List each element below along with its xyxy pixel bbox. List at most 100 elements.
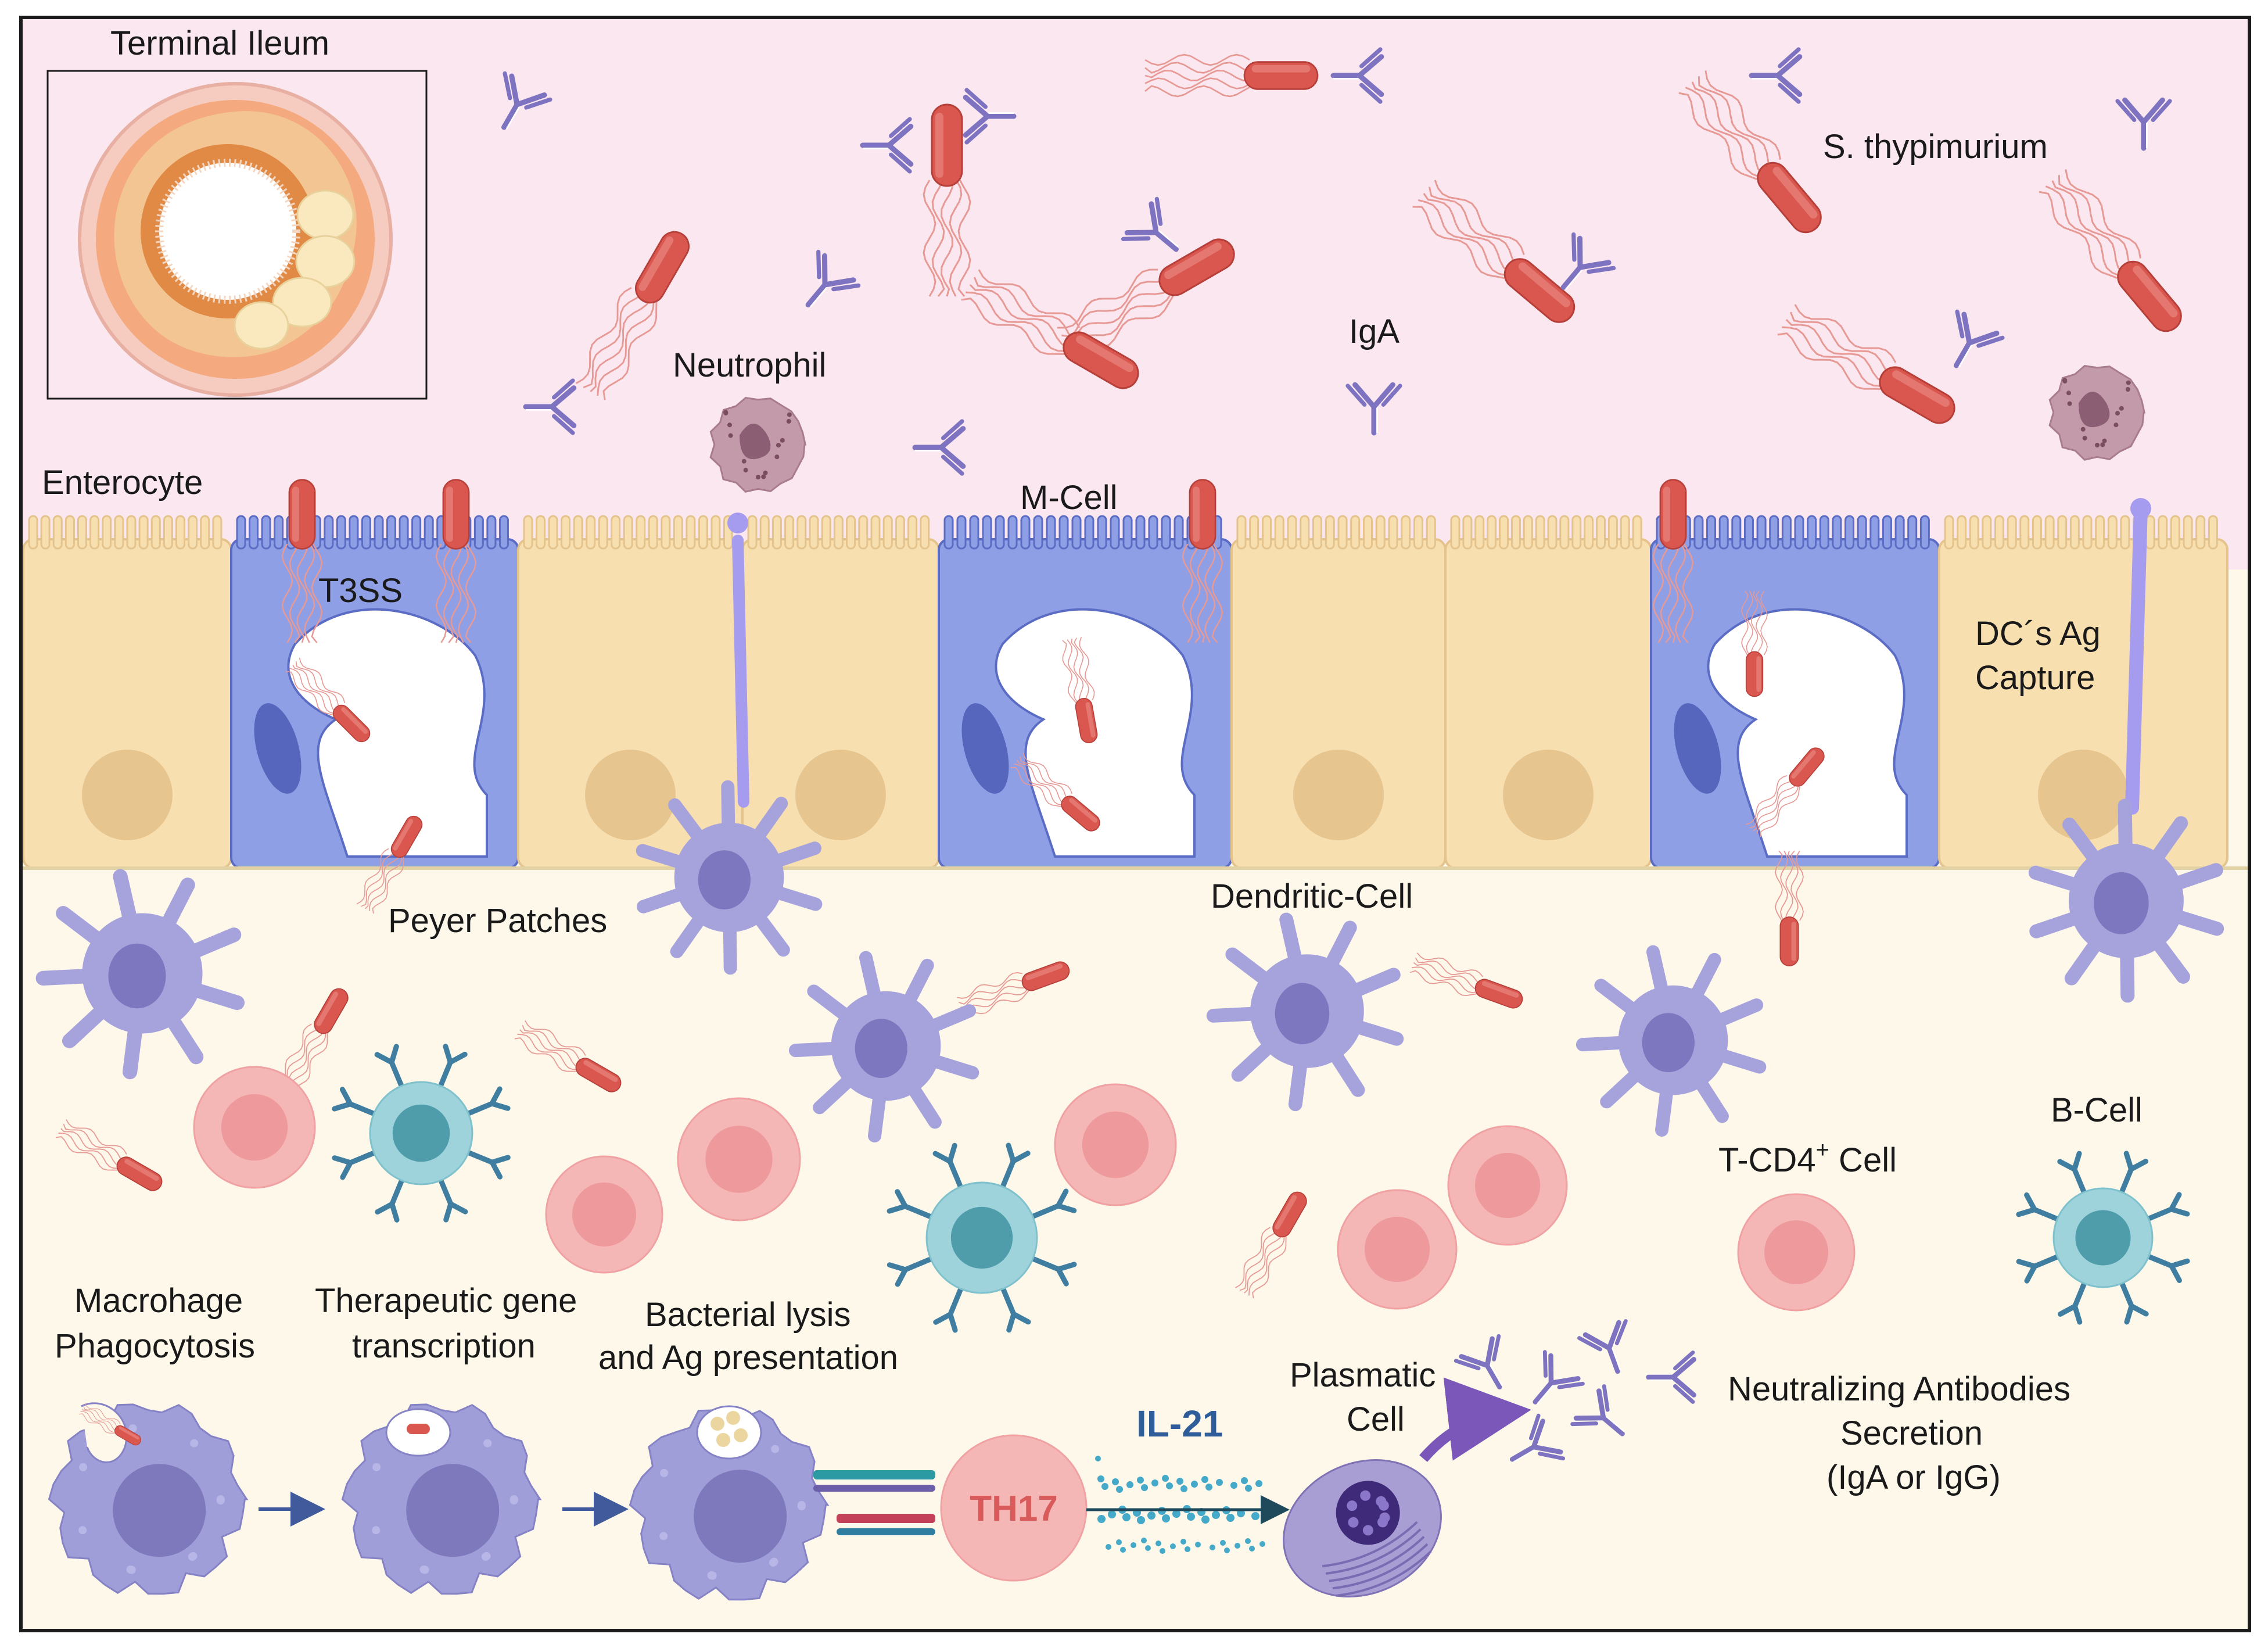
il21-molecule [1230, 1482, 1237, 1489]
bacterium-body [1272, 1191, 1307, 1238]
antibody-stem [1953, 340, 1972, 368]
salmonella-bacterium [1062, 637, 1098, 743]
antibody-stem-line [1958, 344, 1973, 368]
cell-nucleus [572, 1183, 636, 1246]
il21-molecule [1249, 1546, 1255, 1552]
flagellum [949, 180, 963, 297]
dendrite-tip [2030, 925, 2043, 938]
antibody-light-right [1492, 1334, 1501, 1362]
microvillus [1033, 515, 1043, 550]
microvillus [598, 515, 608, 550]
microvillus [1756, 515, 1767, 550]
antibody [1646, 1350, 1696, 1404]
salmonella-bacterium [356, 815, 423, 914]
vesicle [79, 1463, 88, 1471]
salmonella-bacterium [923, 103, 971, 297]
vesicle [797, 1502, 806, 1511]
vesicle [419, 1565, 428, 1574]
antibody-arm-right [886, 142, 914, 167]
microvillus [40, 515, 51, 550]
flagellum [961, 297, 1064, 355]
microvillus [661, 515, 671, 550]
bcr-head [375, 1201, 400, 1223]
mhc-tcr-complex-2 [813, 1485, 935, 1492]
salmonella-bacterium [1057, 238, 1235, 359]
microvillus [188, 515, 198, 550]
bacterium-highlight [1192, 486, 1200, 542]
antibody-light-right [524, 97, 552, 110]
dendrite-tip [1754, 1061, 1765, 1073]
flagellum [1789, 311, 1890, 375]
dendrite-tip [1750, 999, 1763, 1011]
antibody-arm-left [1357, 54, 1384, 78]
microvillus [858, 515, 869, 550]
antibody-light-left [1454, 1359, 1481, 1371]
granule [2067, 401, 2072, 406]
antibody-light-left [1673, 1350, 1695, 1371]
flagellum [296, 543, 308, 643]
cell-nucleus [1474, 1152, 1541, 1219]
flagellum [1065, 288, 1170, 344]
bacterium-highlight [1772, 167, 1818, 219]
bacterium-body [1503, 258, 1576, 323]
il21-molecule [1147, 1511, 1155, 1520]
t-cd4-prefix: T-CD4 [1718, 1141, 1816, 1179]
bcr-head [374, 1044, 399, 1065]
antibody-light-left [816, 249, 821, 280]
lymphocyte-cell [193, 1066, 316, 1189]
il21-label: IL-21 [1136, 1403, 1223, 1445]
bacterium-highlight [1069, 798, 1098, 823]
macrophage-nucleus [406, 1464, 500, 1557]
bcr-arms [2169, 1258, 2190, 1283]
microvillus [943, 515, 954, 550]
antibody-light-left [889, 117, 912, 138]
antibody-light-left [1345, 384, 1367, 407]
bacterium-highlight [1025, 963, 1063, 980]
microvillus [1110, 515, 1120, 550]
antibody [1953, 309, 2005, 368]
il21-molecule [1185, 1546, 1190, 1552]
microvillus [1969, 515, 1979, 550]
microvillus [2195, 515, 2206, 550]
antibody-light-left [1778, 47, 1801, 69]
bcr-head [1006, 1312, 1031, 1333]
lymphocyte-cell [1054, 1083, 1177, 1206]
dendrite-tip [181, 879, 194, 891]
microvillus [1462, 515, 1473, 550]
salmonella-bacterium [435, 479, 477, 643]
t-cd4-cell-label: T-CD4+ Cell [1718, 1137, 1897, 1179]
bcr-head [2124, 1303, 2149, 1325]
antibody-light-left [1542, 1350, 1548, 1378]
antibody-stem [1153, 230, 1179, 252]
flagellum [2039, 191, 2118, 279]
bcr-arms [443, 1044, 468, 1065]
flagellum [1204, 543, 1216, 643]
bcr-arms [489, 1086, 511, 1111]
granule [2102, 438, 2107, 443]
microvillus [648, 515, 658, 550]
flagellum [1746, 775, 1788, 825]
microvillus [1058, 515, 1069, 550]
bacterium-body [1757, 162, 1822, 234]
bcr-arms [2169, 1192, 2190, 1217]
neutrophil-lobes [740, 424, 771, 460]
microvillus [212, 515, 223, 550]
microvillus [1350, 515, 1361, 550]
bcr-arms [933, 1312, 958, 1333]
salmonella-bacterium [281, 479, 323, 643]
bcr-head [2123, 1151, 2148, 1172]
microvillus [1148, 515, 1158, 550]
bcr-stem [2072, 1166, 2088, 1197]
microvillus [1559, 515, 1570, 550]
antibody-stem [805, 282, 828, 307]
bcr-arms [1056, 1188, 1077, 1213]
flagellum [1423, 193, 1510, 273]
enterocyte-cell [1444, 515, 1652, 869]
dendrite-tip [189, 1050, 203, 1063]
microvillus [1857, 515, 1867, 550]
vesicle [126, 1565, 135, 1574]
flagellum [597, 300, 655, 396]
terminal-ileum-inset [46, 70, 428, 400]
microvillus [64, 515, 75, 550]
antibody [912, 419, 966, 476]
